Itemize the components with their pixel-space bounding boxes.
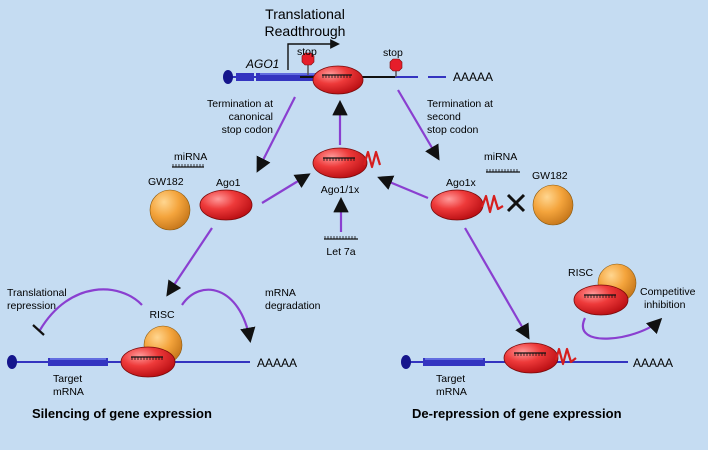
mrna-degradation-line-2: degradation <box>265 300 321 312</box>
mirna-label-left: miRNA <box>174 151 207 163</box>
heading-derepression: De-repression of gene expression <box>412 406 622 421</box>
translational-repression-line-1: Translational <box>7 287 67 299</box>
gw182-left <box>149 189 191 231</box>
cap-icon <box>7 355 17 369</box>
degradation-arrow <box>181 288 256 344</box>
title-line-1: Translational <box>265 6 345 22</box>
mirna-left <box>172 164 204 168</box>
translational-repression-line-2: repression <box>7 300 56 312</box>
gw182-right <box>532 184 574 226</box>
target-mrna-left-line-2: mRNA <box>53 386 84 398</box>
arrow-ago1x-to-target <box>464 227 530 340</box>
ago1-label: Ago1 <box>216 177 241 189</box>
gw182-label-left: GW182 <box>148 176 184 188</box>
inhibition-bar <box>32 324 45 336</box>
termination-second-line-2: second <box>427 111 461 123</box>
competitive-inhibition-line-2: inhibition <box>644 299 686 311</box>
stop-label-1: stop <box>297 46 317 58</box>
target-mrna-right-line-2: mRNA <box>436 386 467 398</box>
heading-silencing: Silencing of gene expression <box>32 406 212 421</box>
arrow-termination-canonical <box>256 96 296 173</box>
risc-label-right: RISC <box>568 267 594 279</box>
risc-complex-right <box>573 263 637 316</box>
ago1x-bound-target <box>503 342 577 374</box>
gene-label: AGO1 <box>245 57 279 71</box>
mrna-degradation-line-1: mRNA <box>265 287 296 299</box>
stop-sign-icon <box>301 52 315 75</box>
cross-icon <box>506 193 526 213</box>
target-mrna-right-line-1: Target <box>436 373 465 385</box>
risc-complex-left <box>120 325 183 378</box>
termination-canonical-line-1: Termination at <box>207 98 273 110</box>
repression-inhibit-arrow <box>39 288 143 331</box>
ago1x-label: Ago1x <box>446 177 477 189</box>
arrow-ago1x-to-complex <box>377 175 429 200</box>
readthrough-arrow <box>287 39 340 70</box>
stop-sign-icon <box>389 58 403 77</box>
ago1-left <box>199 189 253 221</box>
ago1-1x-complex <box>312 147 382 179</box>
let7a-label: Let 7a <box>326 246 355 258</box>
readthrough-tail <box>362 150 382 169</box>
termination-canonical-line-2: canonical <box>229 111 273 123</box>
arrow-termination-second <box>397 89 440 161</box>
termination-second-line-3: stop codon <box>427 124 479 136</box>
title-line-2: Readthrough <box>265 23 346 39</box>
target-mrna-left-line-1: Target <box>53 373 82 385</box>
gw182-label-right: GW182 <box>532 170 568 182</box>
risc-label-left: RISC <box>149 309 175 321</box>
mirna-label-right: miRNA <box>484 151 517 163</box>
mirna-right <box>486 169 520 173</box>
competitive-inhibition-line-1: Competitive <box>640 286 696 298</box>
termination-second-line-1: Termination at <box>427 98 493 110</box>
cap-icon <box>223 70 233 84</box>
arrow-ago1-to-risc <box>166 227 213 297</box>
polya-tail-left: AAAAA <box>257 356 297 370</box>
ago1x-right <box>430 189 504 221</box>
cap-icon <box>401 355 411 369</box>
let7a-mirna <box>324 236 358 240</box>
arrow-ago1-to-complex <box>261 173 311 204</box>
ribosome-top <box>312 65 364 95</box>
polya-tail-top: AAAAA <box>453 70 493 84</box>
polya-tail-right: AAAAA <box>633 356 673 370</box>
competitive-inhibition-arrow <box>581 317 663 340</box>
termination-canonical-line-3: stop codon <box>222 124 274 136</box>
stop-label-2: stop <box>383 47 403 59</box>
ago1-1x-label: Ago1/1x <box>321 184 360 196</box>
